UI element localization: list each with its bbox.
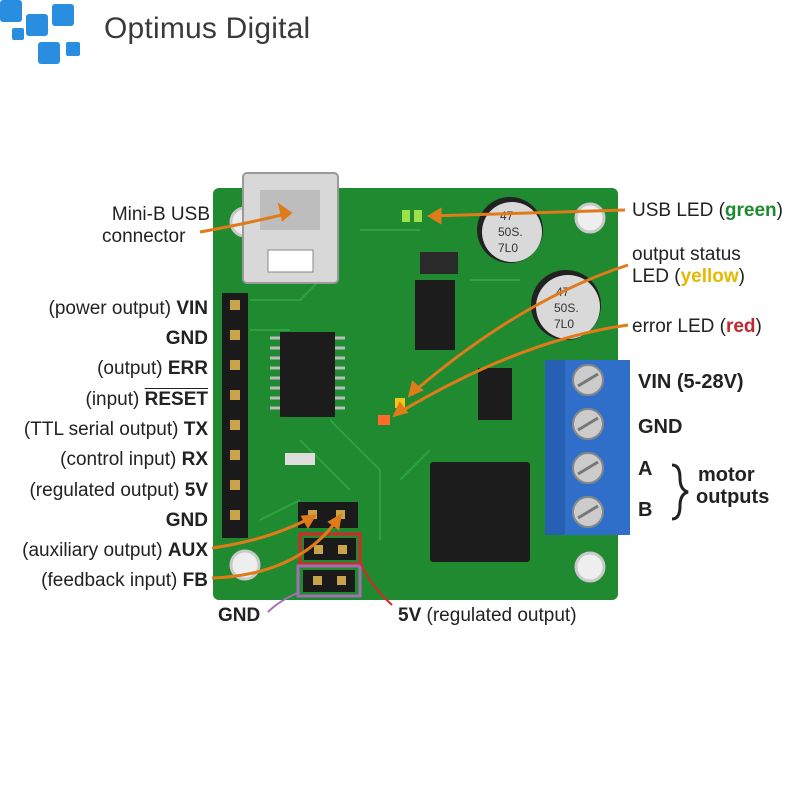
pin-label-aux: (auxiliary output) AUX: [22, 540, 208, 561]
svg-text:47: 47: [500, 209, 514, 223]
b-label: B: [638, 499, 653, 521]
pin-label-rx: (control input) RX: [60, 449, 208, 470]
svg-text:7L0: 7L0: [498, 241, 518, 255]
aux-5v-label: 5V (regulated output): [398, 605, 577, 626]
callout-arrows: [199, 202, 629, 580]
pin-label-gnd-2: GND: [165, 510, 208, 531]
error-led: [378, 415, 390, 425]
error-led-label: error LED (red): [632, 316, 762, 337]
pin-label-vin: (power output) VIN: [48, 298, 208, 319]
brand-logo: [0, 0, 100, 70]
pin-label-5v: (regulated output) 5V: [29, 480, 208, 501]
svg-text:7L0: 7L0: [554, 317, 574, 331]
usb-led: [402, 210, 410, 222]
brand-name: Optimus Digital: [104, 12, 311, 45]
5v-callout-line: [359, 561, 393, 606]
driver-chip: [430, 462, 530, 562]
gnd-right-label: GND: [638, 416, 683, 438]
aux-gnd-label: GND: [218, 605, 261, 626]
svg-text:50S.: 50S.: [554, 301, 579, 315]
output-led-label: output status LED (yellow): [632, 244, 745, 287]
pin-label-tx: (TTL serial output) TX: [23, 419, 208, 440]
left-header: [222, 293, 248, 538]
pin-label-gnd: GND: [165, 328, 208, 349]
gnd-callout-line: [267, 591, 301, 613]
vin-label: VIN (5-28V): [638, 371, 744, 393]
pin-label-err: (output) ERR: [97, 358, 208, 379]
svg-text:50S.: 50S.: [498, 225, 523, 239]
terminal-block: [545, 360, 630, 535]
a-label: A: [638, 458, 653, 480]
pin-label-reset: (input) RESET: [85, 389, 209, 410]
logo-icon: [0, 0, 80, 64]
pin-label-fb: (feedback input) FB: [41, 570, 208, 591]
usb-led-label: USB LED (green): [632, 200, 783, 221]
motor-brace: [671, 463, 689, 521]
mcu-chip: [280, 332, 335, 417]
